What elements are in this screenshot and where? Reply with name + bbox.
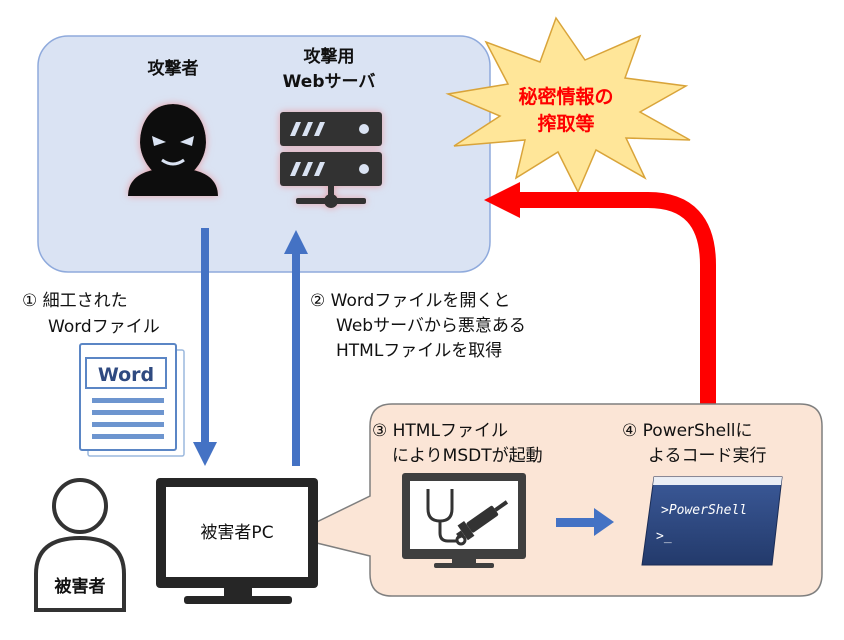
arrow-msdt-to-powershell — [556, 508, 614, 536]
web-server-icon — [280, 112, 382, 208]
msdt-monitor-icon — [402, 473, 526, 568]
syringe-icon — [456, 500, 509, 541]
step2-label-line1: ② Wordファイルを開くと — [310, 291, 510, 311]
powershell-prompt-line2: >_ — [656, 529, 672, 544]
victim-label: 被害者 — [55, 576, 106, 597]
step4-label-line2: よるコード実行 — [648, 446, 767, 466]
step2-label-line3: HTMLファイルを取得 — [336, 341, 502, 361]
word-document-label: Word — [98, 364, 154, 386]
server-label-line2: Webサーバ — [283, 72, 376, 92]
victim-pc-monitor: 被害者PC — [156, 478, 318, 604]
attacker-icon — [128, 104, 218, 196]
step3-label-line1: ③ HTMLファイル — [372, 421, 508, 441]
powershell-prompt-line1: >PowerShell — [661, 503, 747, 518]
arrow-victim-to-server — [284, 230, 308, 466]
server-label-line1: 攻撃用 — [304, 46, 355, 67]
arrow-attacker-to-victim — [193, 228, 217, 466]
attacker-zone — [37, 35, 491, 273]
step2-label-line2: Webサーバから悪意ある — [336, 316, 526, 336]
victim-person-icon: 被害者 — [34, 478, 126, 612]
word-document-icon: Word — [79, 343, 185, 457]
step4-label-line1: ④ PowerShellに — [622, 421, 753, 441]
step1-label-line1: ① 細工された — [22, 291, 128, 311]
powershell-window: >PowerShell >_ — [641, 476, 783, 566]
step3-label-line2: によりMSDTが起動 — [392, 446, 543, 466]
victim-pc-label: 被害者PC — [200, 523, 273, 543]
burst-label-line1: 秘密情報の — [518, 85, 613, 108]
step1-label-line2: Wordファイル — [48, 317, 160, 337]
attacker-label: 攻撃者 — [148, 58, 199, 79]
arrow-exfiltration — [484, 182, 716, 410]
burst-label-line2: 搾取等 — [537, 112, 594, 135]
